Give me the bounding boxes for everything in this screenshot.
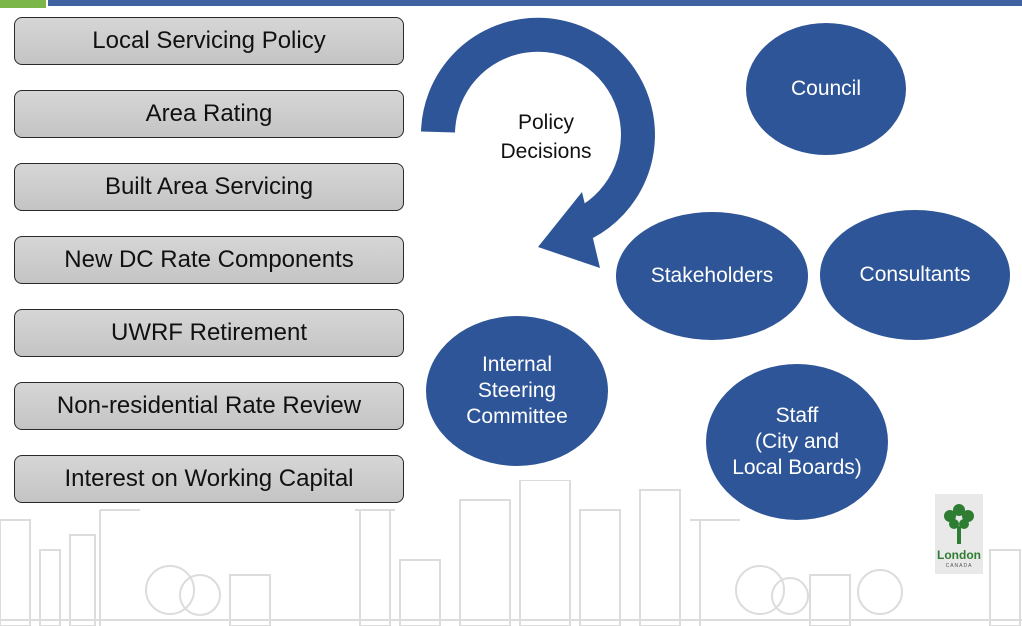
london-logo: London CANADA <box>935 494 983 574</box>
header-accent-bar <box>0 0 46 8</box>
policy-item-area-rating: Area Rating <box>14 90 404 138</box>
policy-item-interest-working-capital: Interest on Working Capital <box>14 455 404 503</box>
policy-item-new-dc-rate-components: New DC Rate Components <box>14 236 404 284</box>
logo-subtext: CANADA <box>945 563 973 569</box>
participant-consultants: Consultants <box>820 210 1010 340</box>
logo-text: London <box>937 548 981 562</box>
policy-item-built-area-servicing: Built Area Servicing <box>14 163 404 211</box>
policy-item-uwrf-retirement: UWRF Retirement <box>14 309 404 357</box>
participant-stakeholders: Stakeholders <box>616 212 808 340</box>
tree-icon <box>944 504 974 544</box>
curved-arrow-icon <box>421 17 655 268</box>
policy-item-non-residential-rate-review: Non-residential Rate Review <box>14 382 404 430</box>
participant-staff: Staff (City and Local Boards) <box>706 364 888 520</box>
arrow-label: Policy Decisions <box>500 111 592 164</box>
policy-item-local-servicing: Local Servicing Policy <box>14 17 404 65</box>
city-skyline-decoration <box>0 480 1022 626</box>
participant-internal-steering-committee: Internal Steering Committee <box>426 316 608 466</box>
participant-council: Council <box>746 23 906 155</box>
header-bar <box>48 0 1022 6</box>
